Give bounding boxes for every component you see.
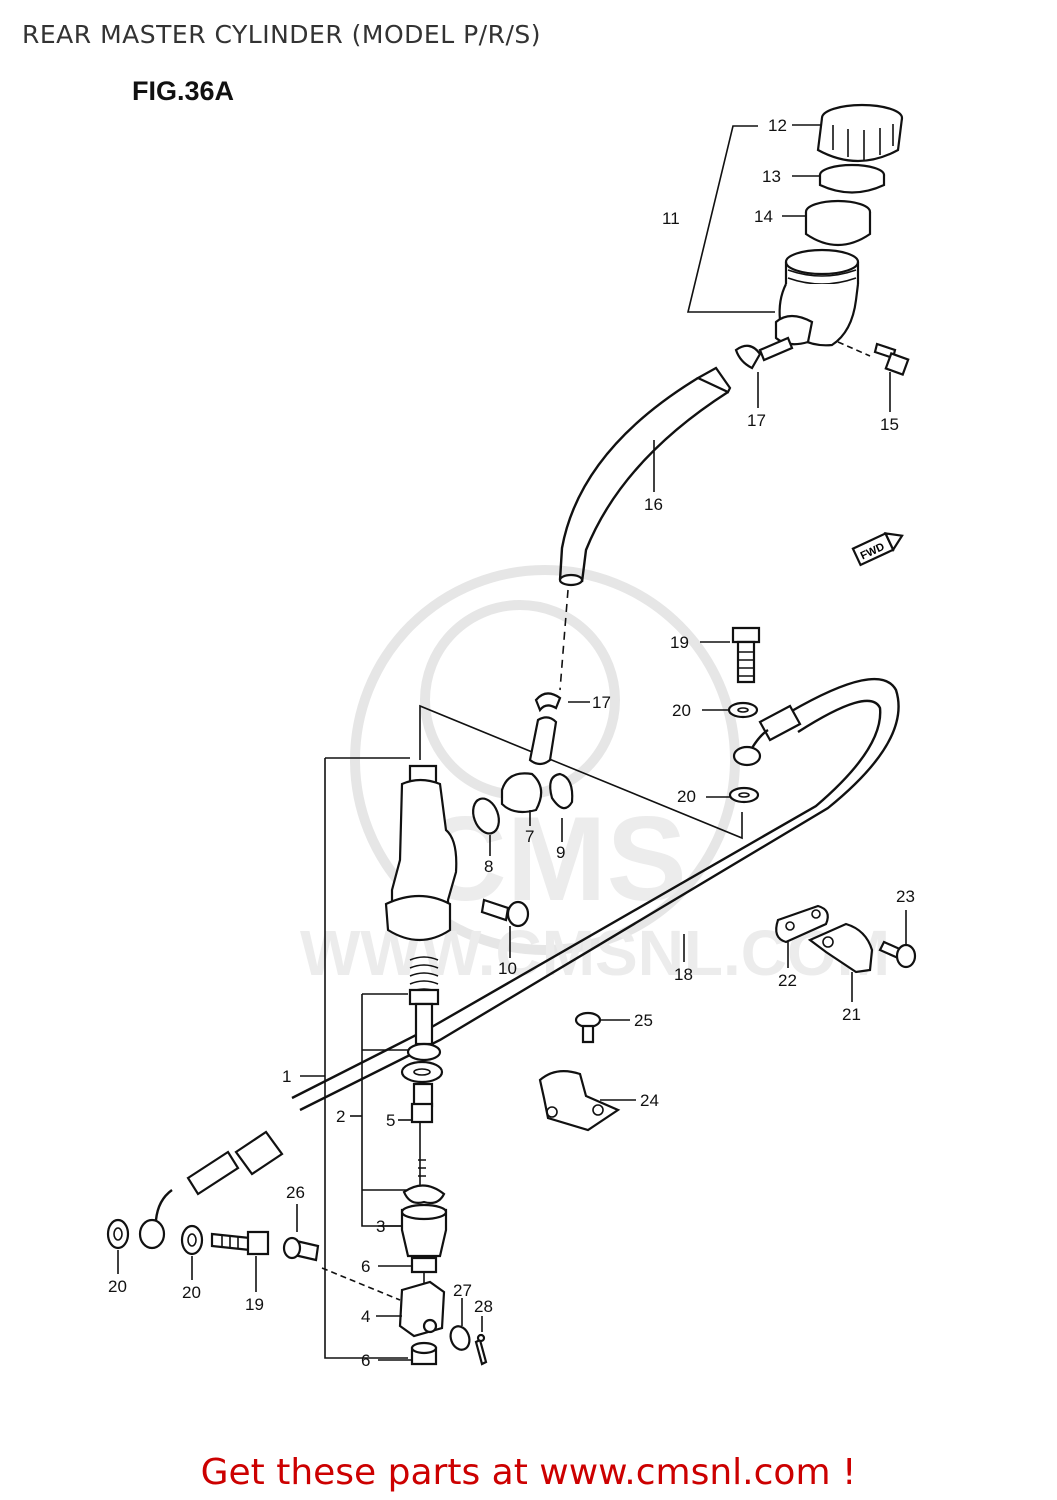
inlet-elbow — [500, 716, 558, 814]
figure-label: FIG.36A — [132, 76, 235, 106]
guide-screw-right — [878, 940, 917, 969]
callout-15: 15 — [880, 415, 899, 434]
mounting-bolt — [480, 898, 530, 928]
callout-4: 4 — [361, 1307, 370, 1326]
reservoir-hose — [558, 366, 732, 691]
guide-screw-center — [574, 1011, 602, 1044]
callout-27: 27 — [453, 1281, 472, 1300]
callout-2: 2 — [336, 1107, 345, 1126]
callout-6-upper: 6 — [361, 1257, 370, 1276]
washer-left — [106, 1218, 130, 1250]
watermark-brand: CMS — [420, 792, 687, 926]
callout-19-upper: 19 — [670, 633, 689, 652]
callout-10: 10 — [498, 959, 517, 978]
hose-clamp-upper — [734, 336, 794, 370]
callout-20-center: 20 — [182, 1283, 201, 1302]
reservoir-cap — [816, 103, 904, 163]
washer-center — [180, 1224, 204, 1256]
callout-5: 5 — [386, 1111, 395, 1130]
reservoir-body — [774, 248, 860, 347]
leader-lines — [117, 124, 907, 1361]
hose-guide-lower — [538, 1069, 621, 1132]
hose-clamp-lower — [534, 692, 562, 713]
callout-21: 21 — [842, 1005, 861, 1024]
reservoir-assembly — [686, 103, 910, 377]
hose-guide-plate — [775, 904, 829, 944]
banjo-bolt-upper — [731, 626, 761, 684]
callouts: 12 13 14 11 15 17 16 17 19 20 20 8 7 9 1… — [108, 116, 915, 1370]
washer-lower — [728, 786, 760, 804]
o-ring — [472, 797, 500, 835]
forward-direction-badge: FWD — [851, 531, 904, 567]
diaphragm — [804, 199, 872, 246]
callout-11: 11 — [662, 209, 680, 228]
washer-upper — [727, 701, 759, 719]
callout-18: 18 — [674, 965, 693, 984]
pivot-pin — [282, 1236, 401, 1301]
page-title: REAR MASTER CYLINDER (MODEL P/R/S) — [22, 20, 542, 49]
callout-28: 28 — [474, 1297, 493, 1316]
diaphragm-plate — [818, 163, 886, 194]
circlip — [549, 772, 574, 810]
callout-7: 7 — [525, 827, 534, 846]
callout-1: 1 — [282, 1067, 291, 1086]
callout-26: 26 — [286, 1183, 305, 1202]
footer-link[interactable]: Get these parts at www.cmsnl.com ! — [200, 1452, 857, 1493]
callout-23: 23 — [896, 887, 915, 906]
callout-8: 8 — [484, 857, 493, 876]
callout-17-upper: 17 — [747, 411, 766, 430]
callout-9: 9 — [556, 843, 565, 862]
callout-16: 16 — [644, 495, 663, 514]
callout-19-lower: 19 — [245, 1295, 264, 1314]
callout-24: 24 — [640, 1091, 659, 1110]
callout-3: 3 — [376, 1217, 385, 1236]
callout-25: 25 — [634, 1011, 653, 1030]
brake-hose — [138, 677, 900, 1250]
callout-6-lower: 6 — [361, 1351, 370, 1370]
callout-14: 14 — [754, 207, 773, 226]
callout-20-left: 20 — [108, 1277, 127, 1296]
hose-guide-clamp — [807, 922, 874, 974]
reservoir-bolt — [837, 341, 910, 377]
banjo-bolt-lower — [210, 1230, 270, 1256]
master-cylinder-body — [384, 704, 743, 941]
callout-20-lower: 20 — [677, 787, 696, 806]
callout-22: 22 — [778, 971, 797, 990]
callout-17-lower: 17 — [592, 693, 611, 712]
push-rod-assembly — [324, 757, 488, 1366]
callout-20-upper: 20 — [672, 701, 691, 720]
callout-12: 12 — [768, 116, 787, 135]
callout-13: 13 — [762, 167, 781, 186]
